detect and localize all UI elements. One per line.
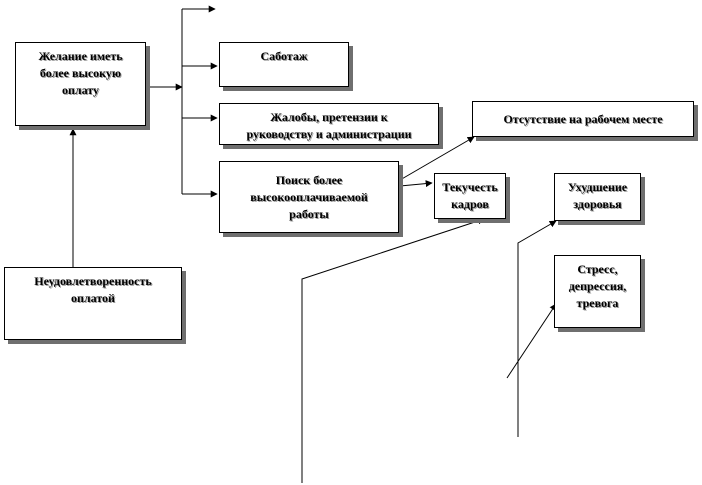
- node-health: Ухудшение здоровья: [554, 173, 641, 221]
- node-desire-higher-pay: Желание иметь более высокую оплату: [15, 42, 146, 126]
- arrow-line-to-stress: [506, 303, 557, 379]
- node-sabotage: Саботаж: [219, 42, 349, 87]
- arrow-jobsearch-to-absence: [399, 136, 475, 181]
- arrow-line-to-turnover: [301, 217, 485, 483]
- node-job-search: Поиск более высокооплачиваемой работы: [219, 161, 399, 233]
- node-pay-dissatisfaction: Неудовлетворенность оплатой: [4, 267, 182, 340]
- node-turnover: Текучесть кадров: [434, 173, 506, 219]
- arrow-jobsearch-to-turnover: [399, 180, 433, 188]
- arrow-line-to-health: [517, 220, 557, 437]
- node-stress: Стресс, депрессия, тревога: [554, 255, 641, 328]
- node-absence: Отсутствие на рабочем месте: [472, 101, 694, 137]
- node-complaints: Жалобы, претензии к руководству и админи…: [219, 103, 439, 145]
